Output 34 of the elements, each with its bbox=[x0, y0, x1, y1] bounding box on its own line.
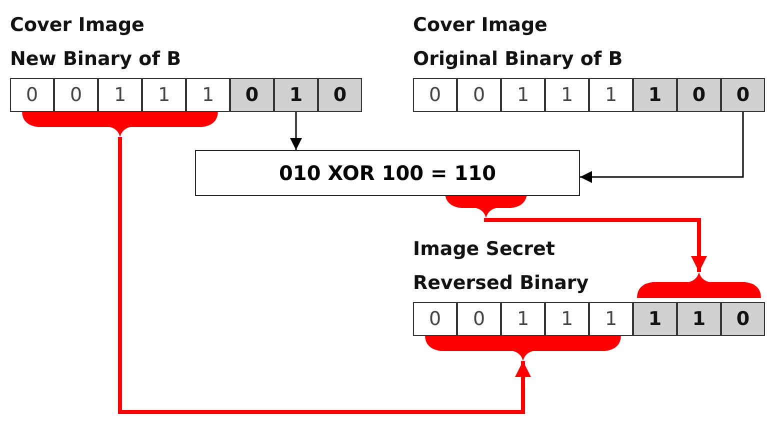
bit-cell: 1 bbox=[589, 78, 633, 112]
array-heading: Original Binary of B bbox=[413, 47, 624, 72]
bit-cell: 1 bbox=[142, 78, 186, 112]
bit-cell: 1 bbox=[545, 302, 589, 336]
bit-cell: 0 bbox=[457, 302, 501, 336]
bit-cell: 0 bbox=[413, 78, 457, 112]
bit-cell: 0 bbox=[457, 78, 501, 112]
bit-cell: 0 bbox=[318, 78, 362, 112]
bit-cell: 1 bbox=[677, 302, 721, 336]
bit-cell: 1 bbox=[501, 302, 545, 336]
brace-arrow bbox=[22, 111, 621, 414]
array-heading: Cover Image bbox=[10, 13, 146, 38]
bit-cell: 1 bbox=[98, 78, 142, 112]
array-heading: Cover Image bbox=[413, 13, 548, 38]
bit-cell: 0 bbox=[677, 78, 721, 112]
bit-cell: 0 bbox=[230, 78, 274, 112]
operation-box: 010 XOR 100 = 110 bbox=[195, 150, 580, 196]
bit-cell: 1 bbox=[545, 78, 589, 112]
bit-cell: 1 bbox=[589, 302, 633, 336]
bit-cell: 1 bbox=[274, 78, 318, 112]
bit-cell: 1 bbox=[186, 78, 230, 112]
bit-cell: 0 bbox=[413, 302, 457, 336]
bit-cell: 0 bbox=[721, 78, 765, 112]
bit-cell: 0 bbox=[54, 78, 98, 112]
bit-cell: 0 bbox=[10, 78, 54, 112]
arrow bbox=[580, 112, 744, 183]
arrow bbox=[290, 112, 302, 150]
array-heading: Reversed Binary bbox=[413, 271, 590, 296]
bit-cell: 0 bbox=[721, 302, 765, 336]
bit-cell: 1 bbox=[633, 302, 677, 336]
bit-cell: 1 bbox=[633, 78, 677, 112]
bit-cell: 1 bbox=[501, 78, 545, 112]
array-heading: Image Secret bbox=[413, 237, 556, 262]
array-heading: New Binary of B bbox=[10, 47, 182, 72]
